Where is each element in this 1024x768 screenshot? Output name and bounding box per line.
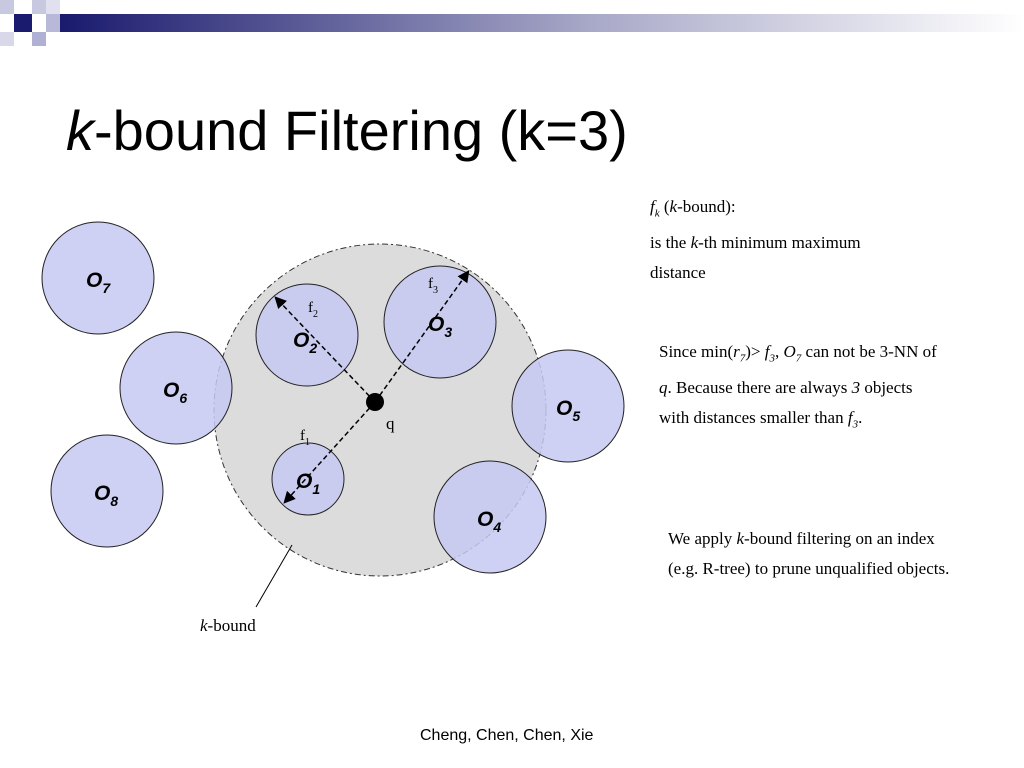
note-since-line1: Since min(r7)> f3, O7 can not be 3-NN of — [659, 342, 937, 365]
query-point — [366, 393, 384, 411]
note-definition-line1: fk (k-bound): — [650, 197, 736, 220]
banner-gradient-bar — [60, 14, 1024, 32]
distance-arrow-f1 — [283, 401, 376, 504]
banner-square — [32, 0, 46, 14]
object-label-o2: O2 — [293, 329, 317, 356]
object-circle-o7 — [41, 221, 155, 335]
banner-square — [0, 32, 14, 46]
kbound-callout-label: k-bound — [200, 616, 256, 635]
distance-label-f1: f1 — [300, 428, 310, 448]
banner-square — [46, 14, 60, 32]
footer-authors: Cheng, Chen, Chen, Xie — [420, 727, 594, 744]
note-apply-line1: We apply k-bound filtering on an index — [668, 529, 935, 548]
object-circle-o6 — [119, 331, 233, 445]
header-banner — [0, 0, 1024, 46]
object-label-o3: O3 — [428, 313, 452, 340]
title-k: k — [66, 99, 94, 162]
object-label-o6: O6 — [163, 379, 187, 406]
object-circle-o2 — [255, 283, 359, 387]
banner-square — [32, 32, 46, 46]
query-label: q — [386, 414, 395, 433]
note-apply: We apply k-bound filtering on an index (… — [668, 524, 949, 584]
object-label-o8: O8 — [94, 482, 118, 509]
banner-square — [46, 0, 60, 14]
kbound-callout-line — [255, 544, 293, 608]
note-since-line3: with distances smaller than f3. — [659, 408, 863, 431]
object-label-o7: O7 — [86, 269, 111, 296]
note-definition: fk (k-bound): is the k-th minimum maximu… — [650, 192, 861, 288]
distance-arrow-f3 — [374, 270, 470, 403]
distance-label-f3: f3 — [428, 276, 438, 296]
object-circle-o4 — [433, 460, 547, 574]
distance-label-f2: f2 — [308, 300, 318, 320]
slide-title: k-bound Filtering (k=3) — [66, 98, 628, 163]
title-rest: -bound Filtering (k=3) — [94, 99, 628, 162]
note-since: Since min(r7)> f3, O7 can not be 3-NN of… — [659, 337, 937, 440]
object-label-o1: O1 — [296, 470, 320, 497]
object-label-o4: O4 — [477, 508, 501, 535]
object-circle-o8 — [50, 434, 164, 548]
banner-square — [0, 0, 14, 14]
note-definition-line3: distance — [650, 263, 706, 283]
note-definition-line2: is the k-th minimum maximum — [650, 233, 861, 253]
note-apply-line2: (e.g. R-tree) to prune unqualified objec… — [668, 559, 950, 578]
note-since-line2: q. Because there are always 3 objects — [659, 378, 913, 398]
object-circle-o3 — [383, 265, 497, 379]
object-circle-o5 — [511, 349, 625, 463]
banner-square — [14, 14, 32, 32]
object-label-o5: O5 — [556, 397, 580, 424]
